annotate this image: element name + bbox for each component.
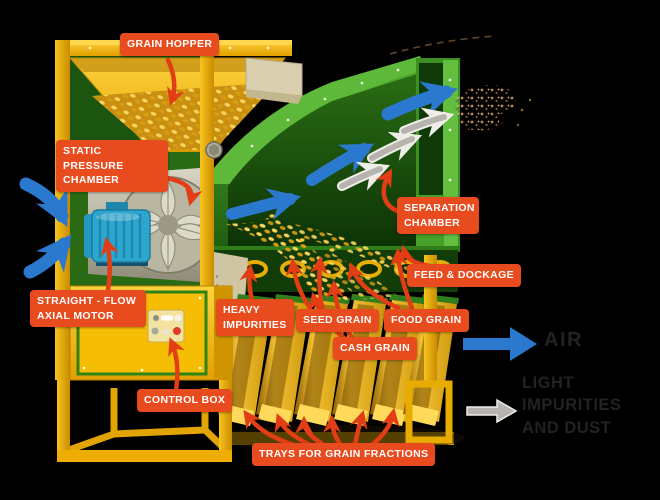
arrow-seed-grain-2 [309,255,328,311]
label-feed-dockage: FEED & DOCKAGE [407,264,521,287]
label-food-grain: FOOD GRAIN [384,309,469,332]
arrow-trays-5 [350,409,368,447]
arrow-control-box [168,337,185,393]
legend-light-impurities-label: LIGHT IMPURITIES AND DUST [522,374,622,437]
label-heavy-impurities: HEAVY IMPURITIES [216,299,294,337]
left-tower [55,40,303,462]
legend-dust-arrow [466,398,518,424]
arrow-trays-2 [274,413,313,448]
label-seed-grain: SEED GRAIN [296,309,379,332]
arrow-food-grain-2 [390,247,415,311]
label-separation-chamber: SEPARATION CHAMBER [397,197,479,235]
arrow-food-grain-1 [347,262,401,311]
arrow-trays-3 [295,415,325,447]
arrow-grain-hopper [165,57,185,106]
label-control-box: CONTROL BOX [137,389,233,412]
label-trays-for-grain-fractions: TRAYS FOR GRAIN FRACTIONS [252,443,436,466]
air-flow-arrows [19,81,458,279]
label-straight-flow-axial-motor: STRAIGHT - FLOW AXIAL MOTOR [30,290,146,328]
dust-cloud [389,35,532,131]
arrow-axial-motor [100,236,119,293]
arrow-trays-4 [323,414,343,447]
fan-and-motor [84,168,214,282]
arrow-heavy-impurities [239,263,258,303]
legend-air-label: AIR [544,329,583,351]
arrow-separation-chamber [375,168,403,215]
label-cash-grain: CASH GRAIN [333,337,418,360]
arrow-seed-grain-1 [285,257,313,311]
legend-air-arrow [463,327,537,361]
control-panel [147,309,185,343]
arrow-trays-6 [369,407,400,448]
label-grain-hopper: GRAIN HOPPER [120,33,220,56]
label-static-pressure-chamber: STATIC PRESSURE CHAMBER [56,140,168,193]
